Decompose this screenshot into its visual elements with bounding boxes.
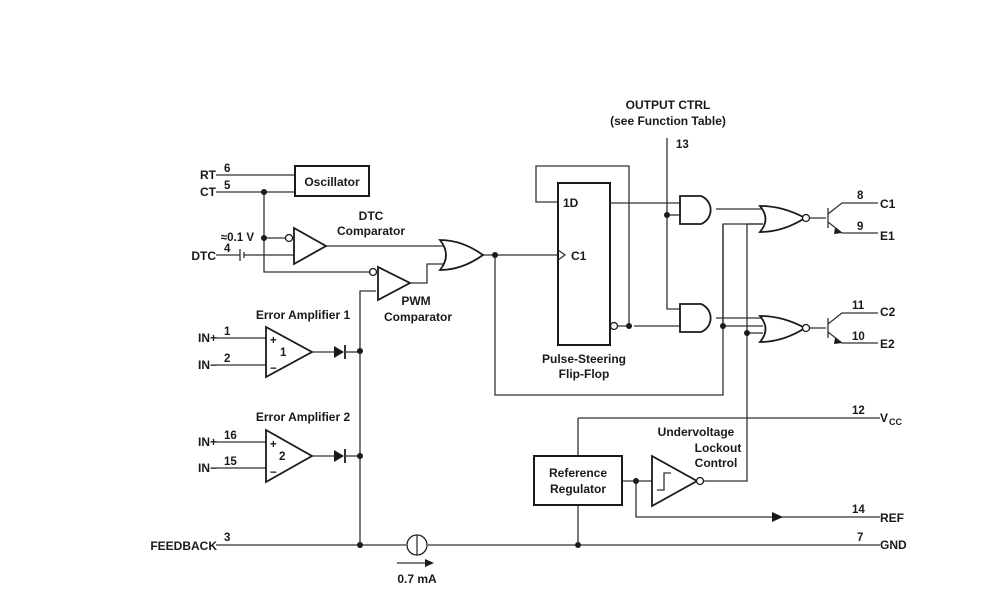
wires	[216, 138, 880, 546]
reference-regulator-label-1: Reference	[549, 466, 607, 480]
pin-vcc-name: V	[880, 411, 888, 425]
current-source-icon	[406, 534, 428, 556]
ea1-plus: +	[270, 335, 277, 347]
flip-flop-qbar-bubble	[609, 321, 619, 331]
pin-ct-name: CT	[200, 185, 217, 199]
current-label: 0.7 mA	[397, 572, 437, 586]
pin-dtc-name: DTC	[191, 249, 216, 263]
function-table-label: (see Function Table)	[610, 114, 726, 128]
pin-in2-plus-name: IN+	[198, 435, 217, 449]
current-arrow-icon	[397, 559, 434, 567]
pin-e2-number: 10	[852, 331, 865, 343]
pin-gnd-name: GND	[880, 538, 907, 552]
pin-e1-name: E1	[880, 229, 895, 243]
pulse-steering-flip-flop	[557, 182, 611, 346]
uvlo-label-2: Lockout	[695, 441, 742, 455]
pin-output-ctrl-number: 13	[676, 139, 689, 151]
undervoltage-lockout-comparator	[651, 454, 705, 508]
approx-voltage-label: ≈0.1 V	[221, 232, 254, 244]
pin-rt-name: RT	[200, 168, 217, 182]
ea2-number: 2	[279, 451, 285, 463]
pwm-comparator-label-2: Comparator	[384, 310, 452, 324]
flip-flop-clock-label: C1	[571, 249, 587, 263]
pin-labels: RT 6 CT 5 DTC 4 IN+ 1 IN− 2 IN+ 16 IN− 1…	[150, 139, 907, 553]
flip-flop-label-2: Flip-Flop	[559, 367, 610, 381]
pin-c1-name: C1	[880, 197, 896, 211]
pin-feedback-name: FEEDBACK	[150, 539, 217, 553]
ea2-plus: +	[270, 439, 277, 451]
hysteresis-icon	[657, 472, 671, 491]
diode-2-icon	[334, 449, 346, 463]
pin-rt-number: 6	[224, 163, 230, 175]
pin-e2-name: E2	[880, 337, 895, 351]
pin-vcc-number: 12	[852, 405, 865, 417]
error-amplifier-2: + − 2	[265, 428, 314, 484]
pin-in1-minus-name: IN−	[198, 358, 217, 372]
transistor-1-emitter-arrow-icon	[834, 228, 842, 234]
pin-in2-minus-name: IN−	[198, 461, 217, 475]
dtc-comparator	[284, 226, 328, 266]
pin-gnd-number: 7	[857, 532, 863, 544]
pin-ref-number: 14	[852, 504, 865, 516]
clock-edge-icon	[557, 249, 567, 261]
reference-regulator-block	[533, 455, 623, 506]
output-ctrl-label: OUTPUT CTRL	[626, 98, 711, 112]
and-gate-2	[679, 303, 712, 333]
pin-ct-number: 5	[224, 180, 231, 192]
diode-1-icon	[334, 345, 346, 359]
pin-e1-number: 9	[857, 221, 863, 233]
error-amplifier-1-label: Error Amplifier 1	[256, 308, 351, 322]
flip-flop-label-1: Pulse-Steering	[542, 352, 626, 366]
junction-dots	[261, 189, 750, 548]
or-gate-output-1	[758, 205, 811, 233]
pin-c2-number: 11	[852, 300, 865, 312]
ref-arrow-icon	[772, 512, 783, 522]
pwm-comparator-label-1: PWM	[401, 294, 430, 308]
pin-vcc-subscript: CC	[889, 417, 902, 427]
transistor-2-emitter-arrow-icon	[834, 338, 842, 344]
pin-c2-name: C2	[880, 305, 896, 319]
error-amplifier-1: + − 1	[265, 325, 314, 379]
pin-in1-minus-number: 2	[224, 353, 230, 365]
ea1-number: 1	[280, 347, 287, 359]
uvlo-label-1: Undervoltage	[658, 425, 735, 439]
or-gate-output-2	[758, 315, 811, 343]
or-gate-clock	[438, 239, 485, 271]
dtc-comparator-label-1: DTC	[359, 209, 384, 223]
flip-flop-d-label: 1D	[563, 196, 579, 210]
and-gate-1	[679, 195, 712, 225]
pin-c1-number: 8	[857, 190, 864, 202]
pin-in2-minus-number: 15	[224, 456, 237, 468]
oscillator-label: Oscillator	[304, 175, 360, 189]
pin-ref-name: REF	[880, 511, 904, 525]
dtc-comparator-label-2: Comparator	[337, 224, 405, 238]
pin-feedback-number: 3	[224, 532, 230, 544]
pin-in1-plus-name: IN+	[198, 331, 217, 345]
ea2-minus: −	[270, 467, 277, 479]
reference-regulator-label-2: Regulator	[550, 482, 606, 496]
error-amplifier-2-label: Error Amplifier 2	[256, 410, 351, 424]
ea1-minus: −	[270, 363, 277, 375]
pin-dtc-number: 4	[224, 243, 231, 255]
pin-in1-plus-number: 1	[224, 326, 231, 338]
pwm-comparator	[368, 265, 412, 302]
pin-in2-plus-number: 16	[224, 430, 237, 442]
uvlo-label-3: Control	[695, 456, 738, 470]
oscillator-block	[294, 165, 370, 197]
